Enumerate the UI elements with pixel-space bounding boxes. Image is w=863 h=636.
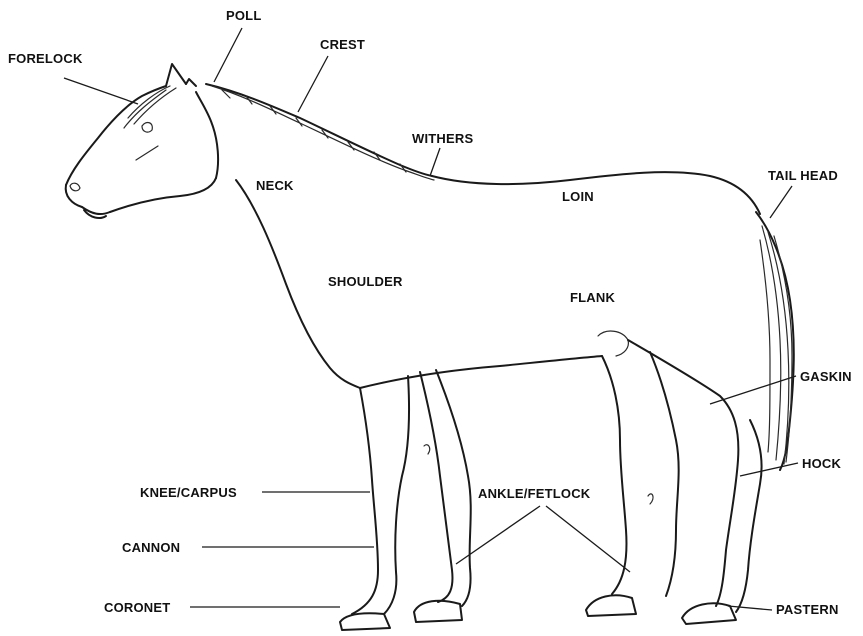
label-knee-carpus: KNEE/CARPUS: [140, 485, 237, 500]
leader-line-withers: [430, 148, 440, 176]
labels: POLL FORELOCK CREST WITHERS TAIL HEAD NE…: [8, 8, 852, 617]
label-flank: FLANK: [570, 290, 615, 305]
leader-line-ankle-fetlock-1: [456, 506, 540, 564]
leader-line-forelock: [64, 78, 138, 104]
leader-line-crest: [298, 56, 328, 112]
leader-line-hock: [740, 463, 798, 476]
label-withers: WITHERS: [412, 131, 473, 146]
label-tail-head: TAIL HEAD: [768, 168, 838, 183]
label-poll: POLL: [226, 8, 261, 23]
leader-line-gaskin: [710, 376, 796, 404]
leader-line-poll: [214, 28, 242, 82]
label-neck: NECK: [256, 178, 294, 193]
label-ankle-fetlock: ANKLE/FETLOCK: [478, 486, 591, 501]
leader-lines: [64, 28, 798, 610]
label-hock: HOCK: [802, 456, 841, 471]
label-gaskin: GASKIN: [800, 369, 852, 384]
label-pastern: PASTERN: [776, 602, 839, 617]
leader-line-ankle-fetlock-2: [546, 506, 630, 572]
label-shoulder: SHOULDER: [328, 274, 403, 289]
leader-line-pastern: [728, 606, 772, 610]
label-loin: LOIN: [562, 189, 594, 204]
label-forelock: FORELOCK: [8, 51, 83, 66]
label-cannon: CANNON: [122, 540, 180, 555]
label-crest: CREST: [320, 37, 365, 52]
leader-line-tail-head: [770, 186, 792, 218]
label-coronet: CORONET: [104, 600, 170, 615]
